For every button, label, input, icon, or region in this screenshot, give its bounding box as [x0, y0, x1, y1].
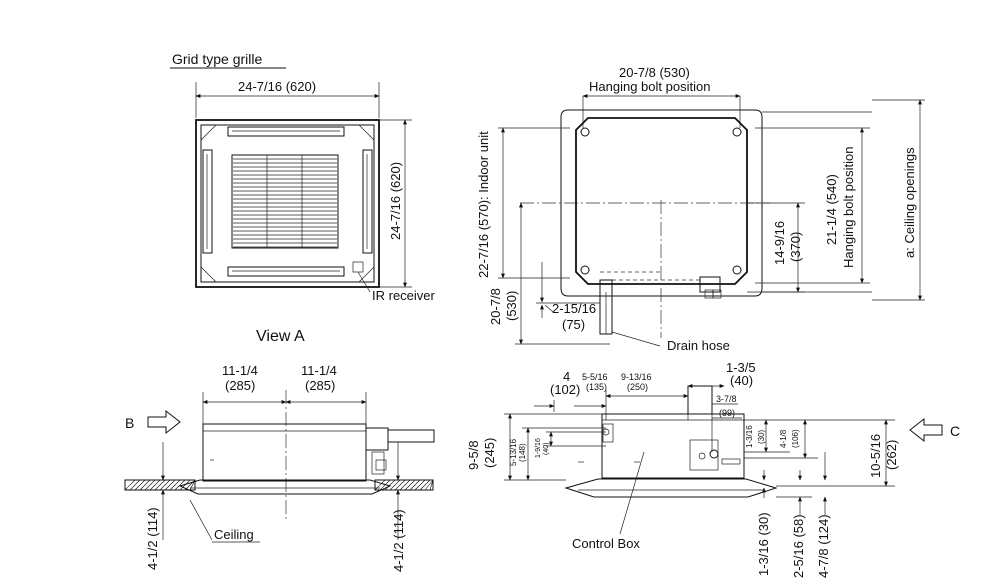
dim-14-label: 14-9/16 — [772, 221, 787, 265]
dim-91316: 9-13/16 — [621, 372, 652, 382]
dim-30: (30) — [757, 429, 766, 444]
hanging-dim-a: 21-1/4 (540) — [824, 174, 839, 245]
drain-hose-label: Drain hose — [667, 338, 730, 353]
dim-250: (250) — [627, 382, 648, 392]
ceiling-hatch — [174, 479, 186, 491]
view-b-marker: B — [125, 415, 134, 431]
ceiling-hatch — [154, 479, 166, 491]
view-b-arrow-icon — [147, 409, 181, 435]
ceiling-hatch — [169, 479, 181, 491]
ceiling-hatch — [414, 479, 426, 491]
dim-right-a: 11-1/4 — [301, 363, 337, 378]
dim-418: 4-1/8 — [779, 429, 788, 448]
dim-left-a: 11-1/4 — [222, 363, 258, 378]
ceiling-hatch — [389, 479, 401, 491]
dim-148: (148) — [518, 443, 527, 462]
dim-14b-label: (370) — [788, 232, 803, 262]
ceiling-hatch — [399, 479, 411, 491]
dim-10516: 10-5/16 — [868, 434, 883, 478]
ceiling-hatch — [164, 479, 176, 491]
grille-width-dim: 24-7/16 (620) — [238, 79, 316, 94]
dim-262: (262) — [884, 440, 899, 470]
dim-135b: 1-3/5 — [726, 360, 756, 375]
view-a-label: View A — [256, 328, 305, 345]
dim-51316: 5-13/16 — [509, 438, 518, 466]
ceiling-label: Ceiling — [214, 527, 254, 542]
ceiling-hatch — [429, 479, 434, 491]
dim-vert-left: 4-1/2 (114) — [145, 507, 160, 570]
ceiling-hatch — [124, 479, 136, 491]
dim-1316: 1-3/16 — [745, 425, 754, 448]
dim-135: (135) — [586, 382, 607, 392]
bolt-position-label: Hanging bolt position — [589, 79, 710, 94]
ceiling-hatch — [149, 479, 161, 491]
ceiling-hatch — [404, 479, 416, 491]
dim-40: (40) — [730, 373, 753, 388]
control-box-label: Control Box — [572, 536, 640, 551]
ceiling-hatch — [409, 479, 421, 491]
ir-receiver-label: IR receiver — [372, 288, 436, 303]
ceiling-hatch — [159, 479, 171, 491]
dim-right-b: (285) — [305, 378, 335, 393]
ceiling-hatch — [134, 479, 146, 491]
ceiling-hatch — [144, 479, 156, 491]
ceiling-openings-label: a: Ceiling openings — [902, 147, 917, 258]
ceiling-hatch — [129, 479, 141, 491]
hanging-dim-b: Hanging bolt position — [841, 147, 856, 268]
dim-99: (99) — [719, 408, 735, 418]
ceiling-hatch — [139, 479, 151, 491]
dim-5516: 5-5/16 — [582, 372, 608, 382]
dim-bot1: 1-3/16 (30) — [756, 512, 771, 576]
grille-grid-lines — [266, 155, 303, 248]
dim-958: 9-5/8 — [466, 440, 481, 470]
grille-title: Grid type grille — [172, 51, 262, 67]
bolt-dim-label: 20-7/8 (530) — [619, 65, 690, 80]
dim-left-b: (285) — [225, 378, 255, 393]
grille-height-dim: 24-7/16 (620) — [388, 162, 403, 240]
dim-378: 3-7/8 — [716, 394, 737, 404]
side-view-c: C 4 (102) 5-5/16 (135) 9-13/16 (250) 1-3… — [466, 360, 960, 578]
dim-20b-label: (530) — [504, 291, 519, 321]
dim-106: (106) — [791, 429, 800, 448]
dim-2b-label: (75) — [562, 317, 585, 332]
top-view: 20-7/8 (530) Hanging bolt position Drain… — [476, 65, 925, 353]
view-c-arrow-icon — [909, 417, 943, 443]
grille-view: Grid type grille 24-7/16 (620) — [170, 51, 436, 345]
dim-20-label: 20-7/8 — [488, 288, 503, 325]
dim-102: (102) — [550, 382, 580, 397]
ceiling-hatch — [419, 479, 431, 491]
dim-2-label: 2-15/16 — [552, 301, 596, 316]
ceiling-hatch — [384, 479, 396, 491]
dim-245: (245) — [482, 438, 497, 468]
indoor-unit-dim: 22-7/16 (570): Indoor unit — [476, 131, 491, 278]
dim-bot2: 2-5/16 (58) — [791, 514, 806, 578]
ceiling-hatch — [394, 479, 406, 491]
dim-1916: 1-9/16 — [535, 438, 542, 458]
dim-40b: (40) — [543, 443, 550, 455]
view-c-marker: C — [950, 423, 960, 439]
dim-4: 4 — [563, 369, 570, 384]
dim-bot3: 4-7/8 (124) — [816, 514, 831, 578]
ceiling-hatch — [424, 479, 434, 491]
dim-vert-right: 4-1/2 (114) — [391, 509, 406, 572]
side-view-b: B 11-1/4 (285) 11-1/4 (285) 4-1/2 (114) — [124, 363, 435, 572]
